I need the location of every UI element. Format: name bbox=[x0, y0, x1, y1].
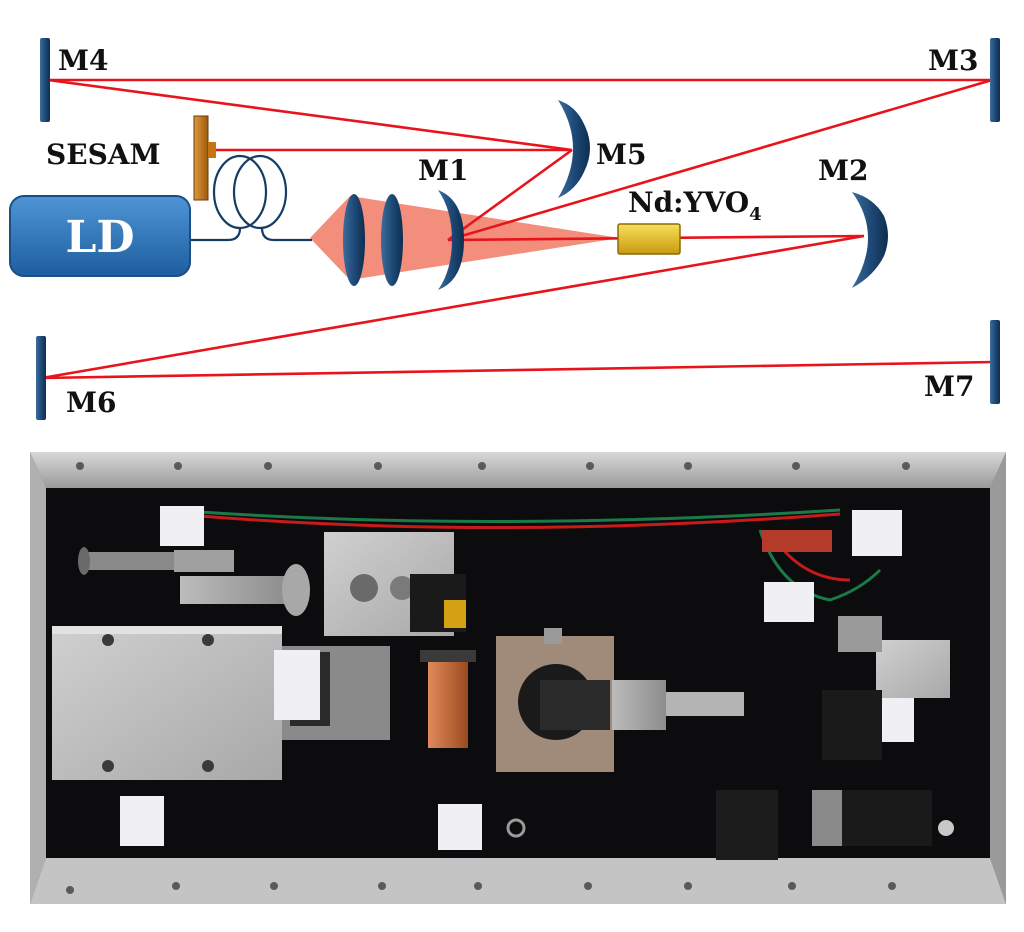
label-m7: M7 bbox=[924, 370, 974, 403]
mirror-m7 bbox=[990, 320, 1000, 404]
label-m1: M1 bbox=[418, 154, 468, 187]
fiber-coil bbox=[190, 154, 312, 242]
lens-2 bbox=[381, 194, 403, 286]
ld-box bbox=[9, 195, 191, 277]
laser-beam-path bbox=[41, 78, 995, 380]
mirror-m6 bbox=[36, 336, 46, 420]
lens-1 bbox=[343, 194, 365, 286]
mirror-m2 bbox=[852, 192, 888, 288]
label-m4: M4 bbox=[58, 44, 108, 77]
label-m3: M3 bbox=[928, 44, 978, 77]
mirror-m1 bbox=[438, 190, 464, 290]
label-sesam: SESAM bbox=[46, 138, 161, 171]
label-m6: M6 bbox=[66, 386, 116, 419]
label-m2: M2 bbox=[818, 154, 868, 187]
laser-assembly-photo bbox=[30, 452, 1006, 904]
mirror-m4 bbox=[40, 38, 50, 122]
label-m5: M5 bbox=[596, 138, 646, 171]
label-crystal: Nd:YVO4 bbox=[628, 186, 762, 225]
ld-label: LD bbox=[65, 212, 134, 263]
crystal-ndyvo4 bbox=[617, 223, 681, 255]
mirror-m3 bbox=[990, 38, 1000, 122]
mirror-m5 bbox=[558, 100, 590, 198]
sesam-mount bbox=[193, 115, 216, 201]
cavity-diagram: LD M4 M3 SESAM M5 M1 M2 Nd:YVO4 M6 M7 bbox=[9, 38, 1000, 420]
